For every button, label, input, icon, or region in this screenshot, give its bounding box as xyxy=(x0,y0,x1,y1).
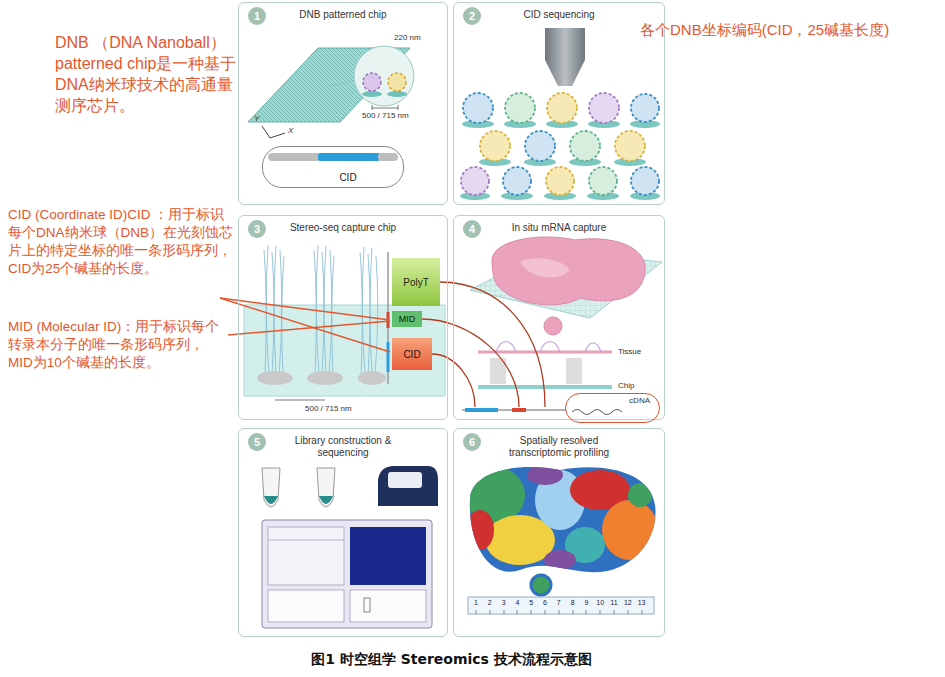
step-panel: DNB patterned chip 1CID xyxy=(238,2,448,205)
ruler-number: 1 xyxy=(469,598,483,607)
cid-block: CID xyxy=(392,338,432,370)
step-panel: Library construction & sequencing 5 xyxy=(238,428,448,637)
annotation-text: DNB （DNA Nanoball） patterned chip是一种基于DN… xyxy=(55,32,237,116)
node-label: 4 xyxy=(469,223,475,235)
ruler-number: 4 xyxy=(510,598,524,607)
layer-label: Tissue xyxy=(618,347,641,357)
node-label: 5 xyxy=(254,436,260,448)
layer-label: Chip xyxy=(618,381,634,391)
step-panel: Stereo-seq capture chip 3PolyT MID CID xyxy=(238,215,448,420)
ruler-number: 5 xyxy=(524,598,538,607)
axis-label: Y xyxy=(254,114,259,124)
node-label: MID xyxy=(399,314,416,324)
construct-capsule: CID xyxy=(262,146,404,188)
annotation-text: 各个DNB坐标编码(CID，25碱基长度) xyxy=(640,20,889,39)
panel-title: In situ mRNA capture xyxy=(484,222,634,234)
ruler-number: 2 xyxy=(483,598,497,607)
dimension-label: 500 / 715 nm xyxy=(362,111,409,121)
step-number: 1 xyxy=(248,7,266,25)
ruler-number: 8 xyxy=(566,598,580,607)
polyt-block: PolyT xyxy=(392,258,440,306)
ruler-number: 13 xyxy=(635,598,649,607)
cdna-oval: cDNA xyxy=(565,393,660,423)
ruler-number: 9 xyxy=(579,598,593,607)
node-label: 2 xyxy=(469,10,475,22)
panel-title: DNB patterned chip xyxy=(273,9,413,21)
ruler-number: 12 xyxy=(621,598,635,607)
step-number: 2 xyxy=(463,7,481,25)
node-label: cDNA xyxy=(629,396,650,405)
node-label: CID xyxy=(339,172,356,183)
dimension-label: 220 nm xyxy=(394,33,421,43)
step-number: 3 xyxy=(248,220,266,238)
node-label: 1 xyxy=(254,10,260,22)
step-number: 6 xyxy=(463,433,481,451)
ruler-number: 11 xyxy=(607,598,621,607)
panel-title: Spatially resolved transcriptomic profil… xyxy=(499,435,619,459)
panel-title: CID sequencing xyxy=(489,9,629,21)
step-number: 5 xyxy=(248,433,266,451)
node-label: PolyT xyxy=(403,277,429,288)
node-label: 3 xyxy=(254,223,260,235)
axis-label: X xyxy=(288,126,293,136)
node-label: 6 xyxy=(469,436,475,448)
node-label: CID xyxy=(403,349,420,360)
step-panel: CID sequencing 2 xyxy=(453,2,665,205)
mid-block: MID xyxy=(392,311,422,327)
panel-title: Library construction & sequencing xyxy=(288,435,398,459)
figure-caption: 图1 时空组学 Stereomics 技术流程示意图 xyxy=(238,651,665,669)
annotation-text: MID (Molecular ID)：用于标识每个转录本分子的唯一条形码序列，M… xyxy=(8,318,223,372)
step-number: 4 xyxy=(463,220,481,238)
ruler-number: 3 xyxy=(497,598,511,607)
dimension-label: 500 / 715 nm xyxy=(305,404,352,414)
panel-title: Stereo-seq capture chip xyxy=(268,222,418,234)
ruler-number: 7 xyxy=(552,598,566,607)
annotation-text: CID (Coordinate ID)CID ：用于标识每个DNA纳米球（DNB… xyxy=(8,206,236,278)
ruler-number: 10 xyxy=(593,598,607,607)
ruler-number: 6 xyxy=(538,598,552,607)
